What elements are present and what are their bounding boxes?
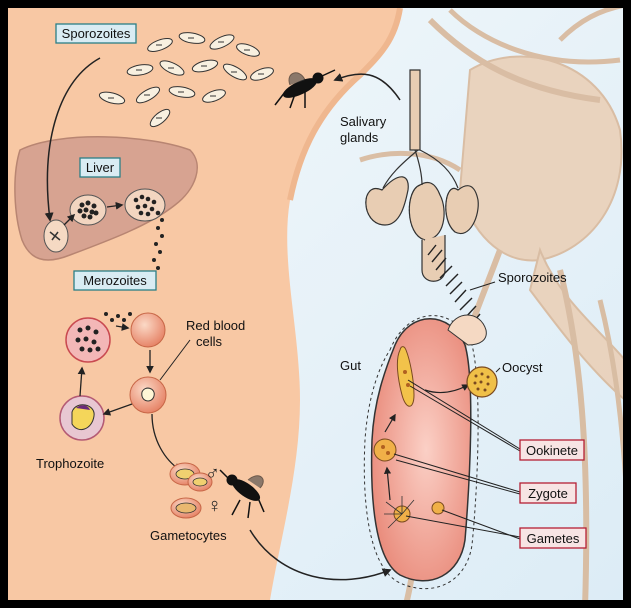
label-gut: Gut — [340, 358, 361, 373]
label-merozoites: Merozoites — [74, 271, 156, 290]
female-symbol: ♀ — [207, 495, 222, 517]
label-zygote: Zygote — [520, 483, 576, 503]
label-salivary-glands-line2: glands — [340, 130, 379, 145]
label-gametocytes: Gametocytes — [150, 528, 227, 543]
label-liver-text: Liver — [86, 160, 115, 175]
label-sporozoites-top: Sporozoites — [56, 24, 136, 43]
label-sporozoites-right: Sporozoites — [498, 270, 567, 285]
label-salivary-glands-line1: Salivary — [340, 114, 387, 129]
label-merozoites-text: Merozoites — [83, 273, 147, 288]
label-oocyst: Oocyst — [502, 360, 543, 375]
label-zygote-text: Zygote — [528, 486, 568, 501]
label-gametes: Gametes — [520, 528, 586, 548]
label-red-blood-cells-line1: Red blood — [186, 318, 245, 333]
label-ookinete: Ookinete — [520, 440, 584, 460]
male-symbol: ♂ — [205, 463, 220, 485]
label-ookinete-text: Ookinete — [526, 443, 578, 458]
label-gametes-text: Gametes — [527, 531, 580, 546]
label-sporozoites-top-text: Sporozoites — [62, 26, 131, 41]
label-liver: Liver — [80, 158, 120, 177]
label-trophozoite: Trophozoite — [36, 456, 104, 471]
oocyst-cell — [467, 367, 497, 397]
label-red-blood-cells-line2: cells — [196, 334, 223, 349]
